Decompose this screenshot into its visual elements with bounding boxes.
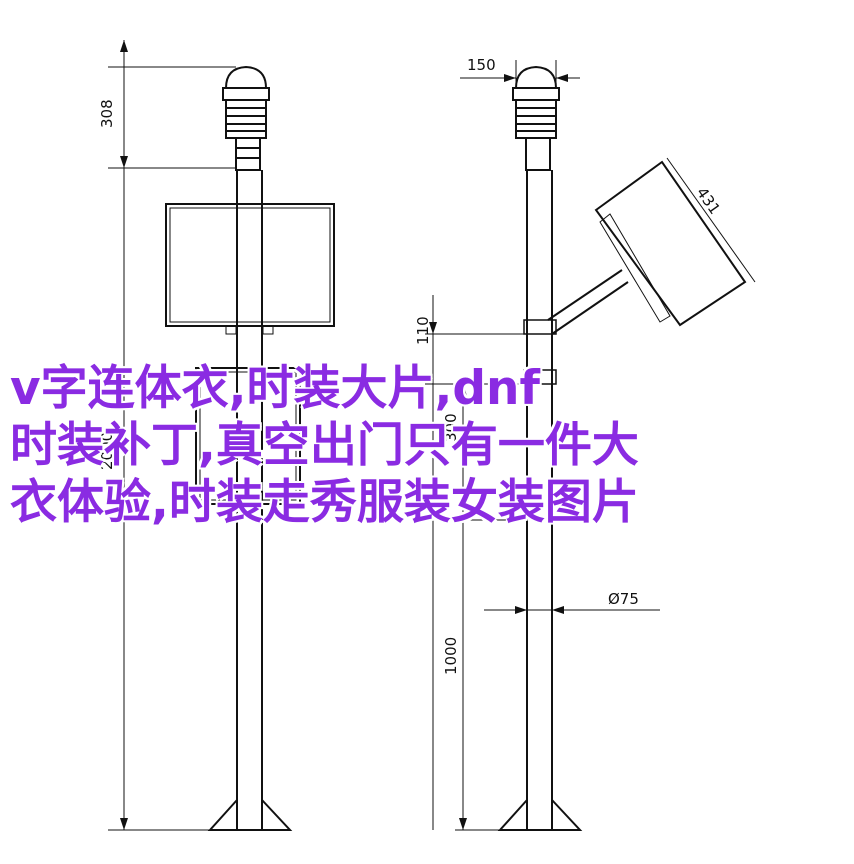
right-sensor-cap [512, 87, 560, 101]
dim-right-150: 150 [467, 56, 496, 74]
right-tilted-panel [594, 160, 747, 327]
overlay-line-2: 时装补丁,真空出门只有一件大 [10, 418, 639, 473]
dim-diameter-75: Ø75 [608, 590, 639, 608]
left-lower-box [195, 367, 301, 505]
right-sensor-dome [514, 65, 558, 89]
dim-right-300: 300 [442, 413, 460, 442]
overlay-caption: v字连体衣,时装大片,dnf 时装补丁,真空出门只有一件大 衣体验,时装走秀服装… [0, 360, 854, 531]
left-sensor-body [225, 99, 267, 139]
overlay-line-3: 衣体验,时装走秀服装女装图片 [10, 475, 639, 530]
dim-right-110: 110 [414, 316, 432, 345]
dim-right-1000: 1000 [442, 637, 460, 675]
dim-left-308: 308 [98, 99, 116, 128]
left-pole-base [207, 799, 293, 831]
overlay-line-1: v字连体衣,时装大片,dnf [10, 361, 540, 416]
dim-left-2000: 2000 [98, 432, 116, 470]
left-sensor-neck [235, 137, 261, 171]
right-pole-base [497, 799, 583, 831]
left-sensor-cap [222, 87, 270, 101]
left-sensor-dome [224, 65, 268, 89]
left-upper-panel [165, 203, 335, 327]
